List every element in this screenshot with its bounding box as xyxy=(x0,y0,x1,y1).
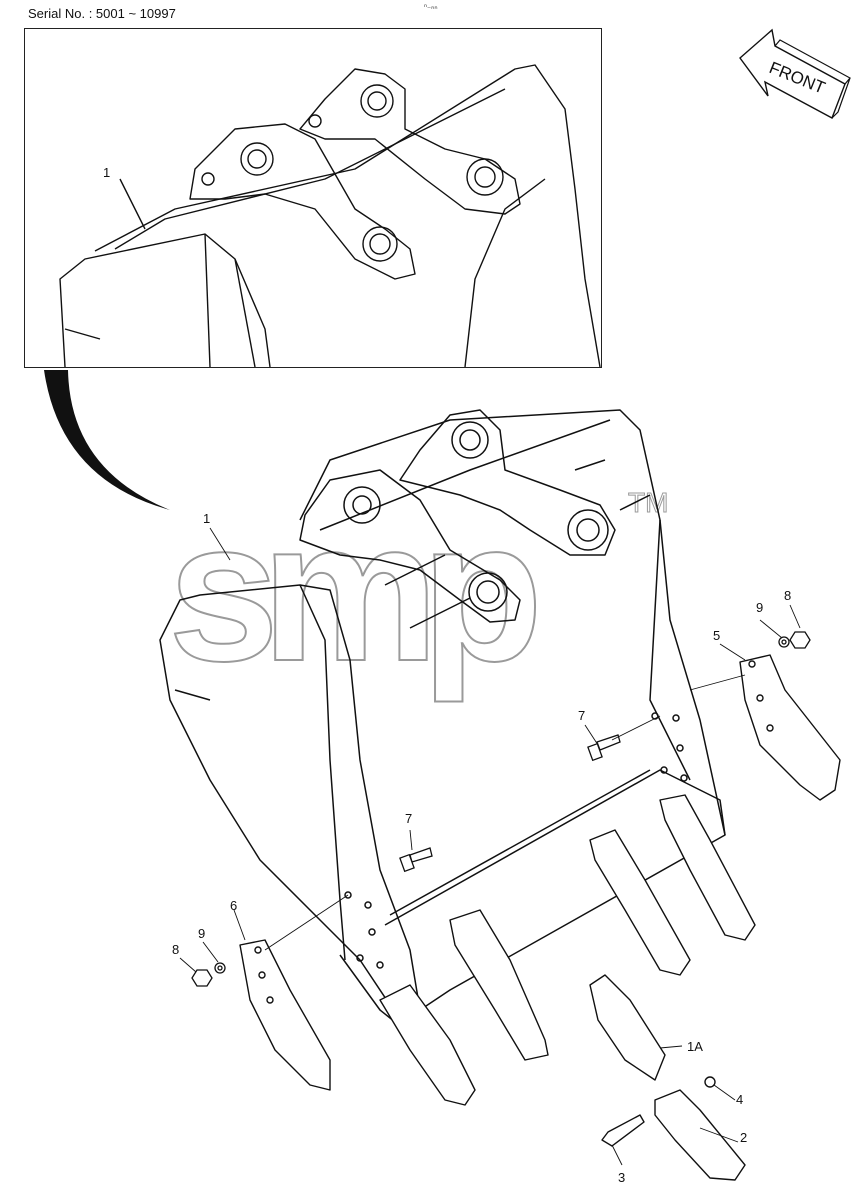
inset-callout-1: 1 xyxy=(103,165,110,180)
bucket-body xyxy=(159,409,726,1031)
fasteners xyxy=(191,631,811,987)
detail-inset-frame: 1 xyxy=(24,28,602,368)
callout-6: 6 xyxy=(230,898,237,913)
callout-4: 4 xyxy=(736,1092,743,1107)
callout-1: 1 xyxy=(203,511,210,526)
side-cutter-right xyxy=(739,654,841,801)
bucket-teeth xyxy=(379,794,756,1106)
callout-9-left: 9 xyxy=(198,926,205,941)
callout-2: 2 xyxy=(740,1130,747,1145)
callout-3: 3 xyxy=(618,1170,625,1185)
serial-number-label: Serial No. : 5001 ~ 10997 xyxy=(28,6,176,21)
callout-5: 5 xyxy=(713,628,720,643)
callout-arrow-icon xyxy=(44,370,170,510)
callout-1A: 1A xyxy=(687,1039,703,1054)
header-mark: ⁿ₋ₙₙ xyxy=(424,2,438,11)
tooth-assembly xyxy=(589,974,746,1181)
callout-8-right: 8 xyxy=(784,588,791,603)
leader-lines xyxy=(179,527,801,1166)
callout-8-left: 8 xyxy=(172,942,179,957)
callout-7-upper: 7 xyxy=(578,708,585,723)
callout-9-right: 9 xyxy=(756,600,763,615)
front-arrow-icon xyxy=(739,28,851,119)
side-cutter-left xyxy=(239,939,331,1091)
callout-7-lower: 7 xyxy=(405,811,412,826)
inset-bucket-drawing: 1 xyxy=(59,64,601,367)
